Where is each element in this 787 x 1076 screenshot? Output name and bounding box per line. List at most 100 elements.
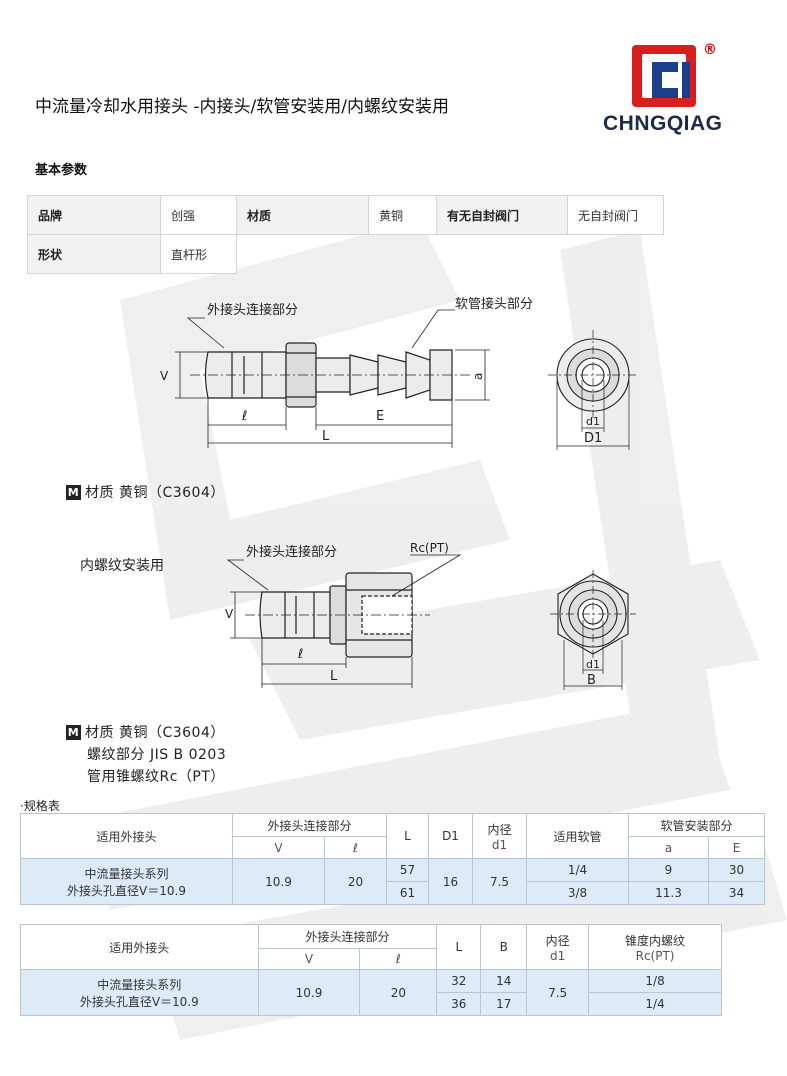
dim-e: E	[376, 409, 384, 424]
cell-applicable: 中流量接头系列 外接头孔直径V＝10.9	[20, 858, 233, 905]
applicable-line: 中流量接头系列	[97, 977, 182, 992]
thread-type: 管用锥螺纹Rc（PT）	[87, 769, 225, 785]
col-l: ℓ	[324, 836, 387, 859]
cell-d1: 7.5	[472, 858, 527, 905]
dim-a: a	[471, 373, 485, 380]
dim-L: L	[322, 429, 330, 444]
material-icon: M	[66, 725, 81, 740]
col-male-part: 外接头连接部分	[257, 924, 438, 949]
spec-table-thread: 适用外接头 外接头连接部分 L B 内径 d1 锥度内螺纹 Rc(PT) V ℓ…	[20, 924, 722, 1016]
label-male-part: 外接头连接部分	[207, 302, 298, 318]
brand-logo	[632, 45, 696, 107]
cell-B: 14	[480, 969, 528, 993]
param-value: 黄铜	[368, 195, 437, 235]
dim-v2: V	[225, 607, 234, 621]
applicable-line: 中流量接头系列	[84, 866, 169, 881]
dim-L2: L	[330, 669, 338, 684]
col-applicable: 适用外接头	[20, 813, 233, 859]
inner-label: 内径	[545, 933, 570, 948]
d1-label: d1	[491, 837, 508, 852]
col-l: ℓ	[359, 948, 438, 970]
cell-L: 61	[386, 881, 429, 905]
dim-v: V	[160, 369, 169, 383]
dim-d1-2: d1	[586, 658, 600, 671]
cell-B: 17	[480, 992, 528, 1016]
page-title: 中流量冷却水用接头 -内接头/软管安装用/内螺纹安装用	[35, 97, 449, 117]
dim-B: B	[587, 673, 596, 688]
col-hose-install: 软管安装部分	[628, 813, 765, 837]
param-value: 无自封阀门	[567, 195, 664, 235]
col-V: V	[232, 836, 325, 859]
col-inner: 内径 d1	[472, 813, 527, 859]
col-D1: D1	[428, 813, 473, 859]
table-row: 品牌 创强 材质 黄铜 有无自封阀门 无自封阀门	[27, 195, 664, 235]
cell-rc: 1/8	[588, 969, 722, 993]
hose-coupler-drawing: V a ℓ E L 外接头连接部分 软管接头部分 d1 D1	[160, 296, 638, 450]
col-E: E	[708, 836, 765, 859]
col-L: L	[436, 924, 482, 970]
basic-params-table: 品牌 创强 材质 黄铜 有无自封阀门 无自封阀门 形状 直杆形	[27, 195, 664, 274]
material-note-1: M 材质 黄铜（C3604）	[66, 482, 225, 502]
spec-table-hose: 适用外接头 外接头连接部分 L D1 内径 d1 适用软管 软管安装部分 V ℓ…	[20, 813, 765, 905]
param-value: 直杆形	[160, 234, 237, 274]
col-hose: 适用软管	[526, 813, 629, 859]
label-thread: Rc(PT)	[410, 541, 449, 555]
material-text: 材质 黄铜（C3604）	[85, 725, 225, 741]
param-key: 形状	[27, 234, 161, 274]
cell-rc: 1/4	[588, 992, 722, 1016]
cell-E: 30	[708, 858, 765, 882]
table-row: 中流量接头系列 外接头孔直径V＝10.9 10.9 20 57 16 7.5 1…	[20, 858, 765, 905]
col-L: L	[386, 813, 429, 859]
d1-label: d1	[550, 948, 566, 963]
cell-E: 34	[708, 881, 765, 905]
cell-V: 10.9	[232, 858, 325, 905]
logo-text: CHNGQIAG	[603, 112, 723, 135]
col-thread: 锥度内螺纹 Rc(PT)	[588, 924, 722, 970]
param-key: 材质	[236, 195, 369, 235]
applicable-line: 外接头孔直径V＝10.9	[79, 994, 199, 1009]
cell-L: 32	[436, 969, 482, 993]
param-key: 品牌	[27, 195, 161, 235]
label-male-part-2: 外接头连接部分	[246, 544, 337, 560]
registered-mark: ®	[703, 42, 717, 58]
dim-l2: ℓ	[297, 647, 303, 662]
table-header-row: 适用外接头 外接头连接部分 L B 内径 d1 锥度内螺纹 Rc(PT)	[20, 924, 722, 970]
material-icon: M	[66, 485, 81, 500]
col-applicable: 适用外接头	[20, 924, 259, 970]
female-thread-drawing: V ℓ L 外接头连接部分 Rc(PT) 内螺纹安装用 d1 B	[80, 541, 636, 690]
dim-D1: D1	[584, 431, 602, 446]
basic-params-heading: 基本参数	[35, 163, 88, 178]
dim-l: ℓ	[241, 409, 247, 424]
cell-L: 57	[386, 858, 429, 882]
param-key: 有无自封阀门	[436, 195, 568, 235]
cell-d1: 7.5	[526, 969, 590, 1016]
col-male-part: 外接头连接部分	[232, 813, 387, 837]
rc-label: Rc(PT)	[635, 948, 675, 963]
dim-d1: d1	[586, 415, 600, 428]
thread-label: 锥度内螺纹	[625, 933, 686, 948]
col-a: a	[628, 836, 709, 859]
cell-hose: 3/8	[526, 881, 629, 905]
table-header-row: 适用外接头 外接头连接部分 L D1 内径 d1 适用软管 软管安装部分	[20, 813, 765, 859]
material-note-2: M 材质 黄铜（C3604） 螺纹部分 JIS B 0203 管用锥螺纹Rc（PT…	[66, 722, 226, 788]
col-B: B	[480, 924, 528, 970]
section-title-female: 内螺纹安装用	[80, 558, 164, 574]
label-hose-part: 软管接头部分	[455, 296, 533, 312]
inner-label: 内径	[487, 822, 512, 837]
applicable-line: 外接头孔直径V＝10.9	[67, 883, 186, 898]
material-text: 材质 黄铜（C3604）	[85, 485, 225, 501]
table-row: 形状 直杆形	[27, 234, 664, 274]
cell-V: 10.9	[257, 969, 361, 1016]
param-value: 创强	[160, 195, 237, 235]
cell-D1: 16	[428, 858, 473, 905]
cell-l: 20	[324, 858, 387, 905]
col-inner: 内径 d1	[526, 924, 590, 970]
cell-a: 11.3	[628, 881, 709, 905]
cell-applicable: 中流量接头系列 外接头孔直径V＝10.9	[20, 969, 259, 1016]
thread-spec: 螺纹部分 JIS B 0203	[87, 747, 227, 763]
cell-a: 9	[628, 858, 709, 882]
cell-hose: 1/4	[526, 858, 629, 882]
spec-table-label: ·规格表	[20, 799, 60, 813]
table-row: 中流量接头系列 外接头孔直径V＝10.9 10.9 20 32 14 7.5 1…	[20, 969, 722, 1016]
cell-L: 36	[436, 992, 482, 1016]
